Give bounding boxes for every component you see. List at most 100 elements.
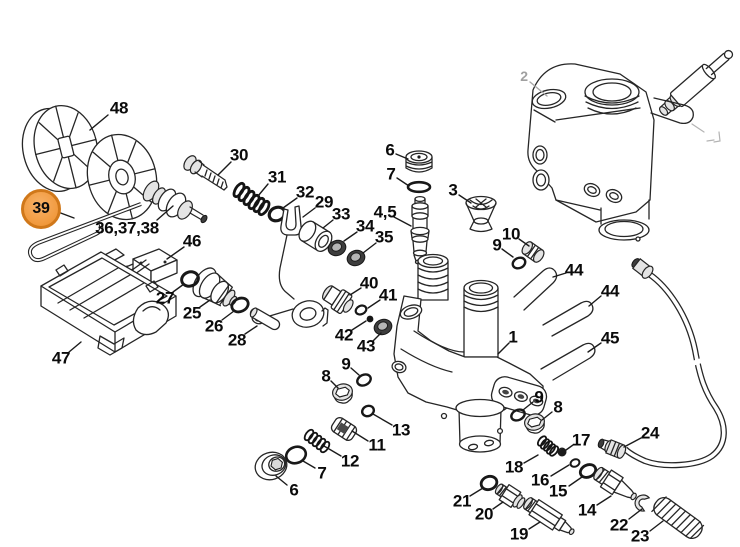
spring-23: [651, 496, 705, 540]
callout-18[interactable]: 18: [504, 457, 524, 477]
nozzle-fitting-19: [523, 497, 575, 536]
callout-40[interactable]: 40: [359, 273, 379, 293]
leader-line-26: [221, 310, 235, 321]
leader-line-7: [302, 460, 316, 469]
valve-cartridge-4-5: [410, 195, 430, 265]
callout-41[interactable]: 41: [378, 285, 398, 305]
o-ring-21: [479, 474, 499, 492]
callout-44[interactable]: 44: [600, 281, 620, 301]
leader-line-8: [330, 380, 339, 389]
leader-line-41: [367, 299, 381, 309]
leader-line-13: [372, 413, 393, 426]
callout-46[interactable]: 46: [182, 231, 202, 251]
callout-9[interactable]: 9: [341, 354, 351, 374]
callout-10[interactable]: 10: [501, 224, 521, 244]
leader-line-43: [372, 332, 382, 342]
callout-4-5[interactable]: 4,5: [373, 202, 397, 222]
hose-nipple-14: [593, 466, 637, 501]
o-ring-41: [354, 304, 368, 316]
leader-line-9: [522, 401, 534, 411]
callout-35[interactable]: 35: [374, 227, 394, 247]
callout-47[interactable]: 47: [51, 348, 71, 368]
leader-line-17: [565, 444, 574, 451]
callout-7[interactable]: 7: [386, 164, 396, 184]
pressure-hose-24: [597, 258, 727, 469]
leader-line-16: [550, 464, 570, 477]
faded-label-fragment: [691, 123, 721, 143]
leader-line-1: [497, 342, 510, 355]
callout-24[interactable]: 24: [640, 423, 660, 443]
fan-wheel-48: [21, 104, 99, 193]
o-ring-26: [230, 296, 250, 314]
valve-insert-11: [330, 417, 358, 441]
callout-27[interactable]: 27: [155, 288, 175, 308]
leader-line-30: [217, 161, 232, 176]
callout-44[interactable]: 44: [564, 260, 584, 280]
callout-42[interactable]: 42: [334, 325, 354, 345]
callout-48[interactable]: 48: [109, 98, 129, 118]
callout-39[interactable]: 39: [21, 189, 61, 229]
callout-6[interactable]: 6: [385, 140, 395, 160]
callout-9[interactable]: 9: [492, 235, 502, 255]
leader-line-45: [587, 342, 602, 353]
callout-7[interactable]: 7: [317, 463, 327, 483]
callout-34[interactable]: 34: [355, 216, 375, 236]
leader-line-28: [244, 325, 258, 335]
callout-12[interactable]: 12: [340, 451, 360, 471]
callout-8[interactable]: 8: [553, 397, 563, 417]
o-ring-9: [511, 256, 527, 270]
screw-plug-6b: [254, 451, 288, 481]
o-ring-7: [406, 180, 432, 194]
leader-line-32: [282, 197, 298, 209]
callout-13[interactable]: 13: [391, 420, 411, 440]
callout-8[interactable]: 8: [321, 366, 331, 386]
callout-11[interactable]: 11: [368, 435, 386, 455]
leader-line-14: [596, 495, 612, 506]
plug-8b: [524, 413, 545, 434]
callout-6[interactable]: 6: [289, 480, 299, 500]
plug-8-center: [332, 383, 353, 404]
leader-line-2: [529, 81, 548, 97]
callout-23[interactable]: 23: [630, 526, 650, 546]
callout-2[interactable]: 2: [520, 68, 528, 84]
callout-22[interactable]: 22: [609, 515, 629, 535]
callout-36-37-38[interactable]: 36,37,38: [95, 218, 159, 238]
pin-28: [249, 307, 281, 331]
callout-19[interactable]: 19: [509, 524, 529, 544]
callout-31[interactable]: 31: [267, 167, 287, 187]
hose-fitting-24: [597, 438, 627, 459]
o-ring-9-center: [356, 373, 372, 387]
callout-25[interactable]: 25: [182, 303, 202, 323]
callout-45[interactable]: 45: [600, 328, 620, 348]
callout-3[interactable]: 3: [448, 180, 458, 200]
callout-29[interactable]: 29: [314, 192, 334, 212]
leader-lines-layer: [57, 81, 664, 532]
callout-26[interactable]: 26: [204, 316, 224, 336]
callout-17[interactable]: 17: [571, 430, 591, 450]
leader-line-20: [492, 501, 504, 510]
spring-18: [536, 435, 560, 457]
callout-16[interactable]: 16: [530, 470, 550, 490]
callout-20[interactable]: 20: [474, 504, 494, 524]
plug-10: [521, 241, 545, 263]
callout-32[interactable]: 32: [295, 182, 315, 202]
callout-33[interactable]: 33: [331, 204, 351, 224]
leader-line-48: [89, 114, 109, 131]
leader-line-44: [588, 295, 602, 307]
callout-9[interactable]: 9: [534, 387, 544, 407]
leader-line-9: [350, 367, 360, 376]
clip-22: [634, 494, 651, 512]
o-ring-7b: [284, 445, 308, 465]
piston-plug-25: [192, 267, 238, 307]
retaining-pin-44b: [542, 300, 594, 337]
callout-21[interactable]: 21: [452, 491, 472, 511]
callout-1[interactable]: 1: [508, 327, 518, 347]
callout-28[interactable]: 28: [227, 330, 247, 350]
callout-43[interactable]: 43: [356, 336, 376, 356]
callout-14[interactable]: 14: [577, 500, 597, 520]
callout-15[interactable]: 15: [548, 481, 568, 501]
callout-30[interactable]: 30: [229, 145, 249, 165]
hex-plug-20: [494, 483, 526, 509]
